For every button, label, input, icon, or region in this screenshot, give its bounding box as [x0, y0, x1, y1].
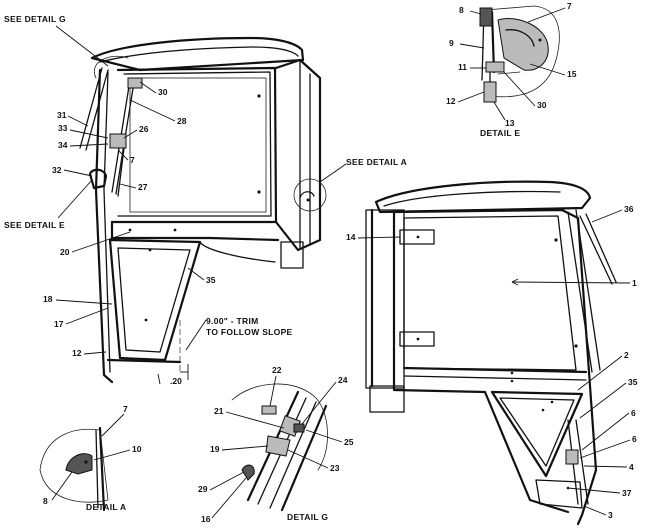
callout-26: 26: [139, 124, 149, 134]
detail-e-caption: DETAIL E: [480, 128, 520, 138]
detail-e-callout-15: 15: [567, 69, 577, 79]
callout-20: 20: [60, 247, 70, 257]
detail-a-labels: 7 10 8 DETAIL A: [43, 404, 142, 512]
callout-17: 17: [54, 319, 64, 329]
see-detail-g-caption: SEE DETAIL G: [4, 14, 66, 24]
callout-33: 33: [58, 123, 68, 133]
see-detail-e-caption: SEE DETAIL E: [4, 220, 65, 230]
detail-a-callout-8: 8: [43, 496, 48, 506]
callout-35-right: 35: [628, 377, 638, 387]
left-cab-view: [79, 36, 327, 384]
see-detail-a-caption: SEE DETAIL A: [346, 157, 407, 167]
detail-e-callout-30: 30: [537, 100, 547, 110]
detail-e-view: [479, 5, 560, 103]
detail-e-labels: 8 7 9 15 11 30 12 13 DETAIL E: [446, 1, 577, 138]
callout-6-b: 6: [632, 434, 637, 444]
detail-e-callout-9: 9: [449, 38, 454, 48]
detail-g-labels: 22 24 21 25 19 23 29 16 DETAIL G: [198, 365, 354, 524]
callout-28: 28: [177, 116, 187, 126]
callout-37: 37: [622, 488, 632, 498]
callout-34: 34: [58, 140, 68, 150]
detail-a-view: [39, 426, 109, 512]
detail-e-callout-11: 11: [458, 62, 467, 72]
callout-1: 1: [632, 278, 637, 288]
detail-g-callout-22: 22: [272, 365, 282, 375]
callout-4: 4: [629, 462, 634, 472]
detail-a-callout-7: 7: [123, 404, 128, 414]
callout-6-a: 6: [631, 408, 636, 418]
left-cab-labels: SEE DETAIL G SEE DETAIL E SEE DETAIL A 9…: [4, 14, 407, 386]
detail-g-callout-21: 21: [214, 406, 224, 416]
detail-e-callout-12: 12: [446, 96, 456, 106]
right-cab-view: [365, 180, 617, 526]
detail-e-callout-13: 13: [505, 118, 515, 128]
detail-g-callout-23: 23: [330, 463, 340, 473]
callout-31: 31: [57, 110, 67, 120]
detail-e-callout-7: 7: [567, 1, 572, 11]
detail-g-view: [231, 383, 328, 512]
callout-36: 36: [624, 204, 634, 214]
callout-2: 2: [624, 350, 629, 360]
detail-g-caption: DETAIL G: [287, 512, 328, 522]
callout-27: 27: [138, 182, 148, 192]
callout-32: 32: [52, 165, 62, 175]
detail-a-callout-10: 10: [132, 444, 142, 454]
detail-g-callout-29: 29: [198, 484, 208, 494]
callout-14: 14: [346, 232, 356, 242]
callout-3: 3: [608, 510, 613, 520]
detail-g-callout-19: 19: [210, 444, 220, 454]
dimension-label: .20: [170, 376, 182, 386]
callout-7-left: 7: [130, 155, 135, 165]
detail-g-callout-24: 24: [338, 375, 348, 385]
callout-35-left: 35: [206, 275, 216, 285]
trim-note-line1: 9.00" - TRIM: [206, 316, 259, 326]
callout-18: 18: [43, 294, 53, 304]
detail-a-caption: DETAIL A: [86, 502, 127, 512]
detail-g-callout-16: 16: [201, 514, 211, 524]
callout-12-left: 12: [72, 348, 82, 358]
right-cab-labels: 14 36 1 2 35 6 6 4 37 3: [346, 204, 638, 520]
trim-note-line2: TO FOLLOW SLOPE: [206, 327, 293, 337]
detail-g-callout-25: 25: [344, 437, 354, 447]
detail-e-callout-8: 8: [459, 5, 464, 15]
callout-30: 30: [158, 87, 168, 97]
